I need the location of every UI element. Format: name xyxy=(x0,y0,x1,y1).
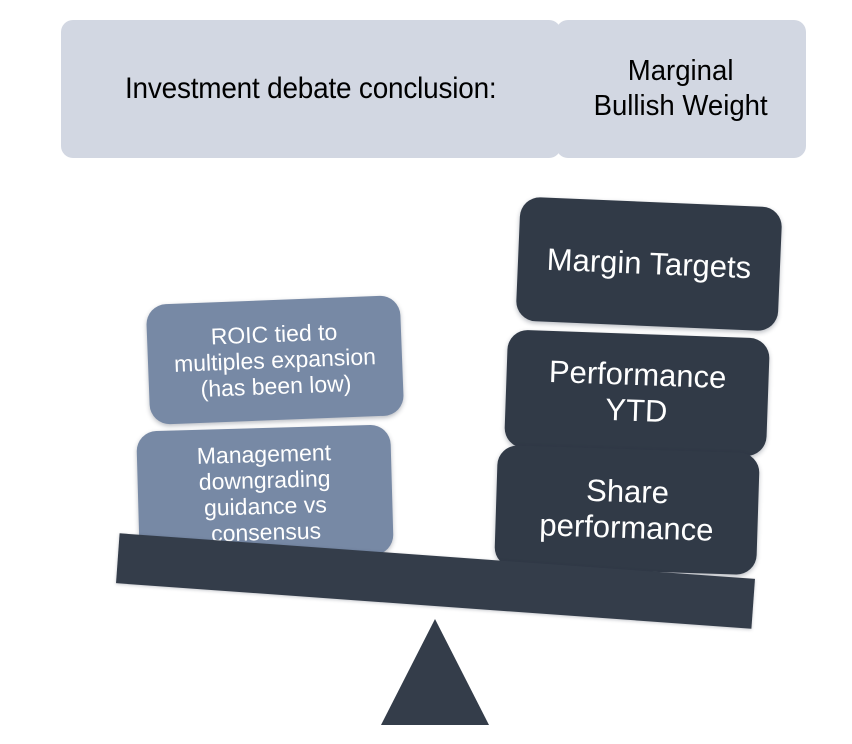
balance-fulcrum-triangle-icon xyxy=(381,619,489,725)
bullish-card-margin-targets-text: Margin Targets xyxy=(546,241,752,286)
conclusion-label-text: Investment debate conclusion: xyxy=(125,72,497,106)
conclusion-label-box: Investment debate conclusion: xyxy=(61,20,561,158)
bullish-card-margin-targets: Margin Targets xyxy=(515,196,783,332)
